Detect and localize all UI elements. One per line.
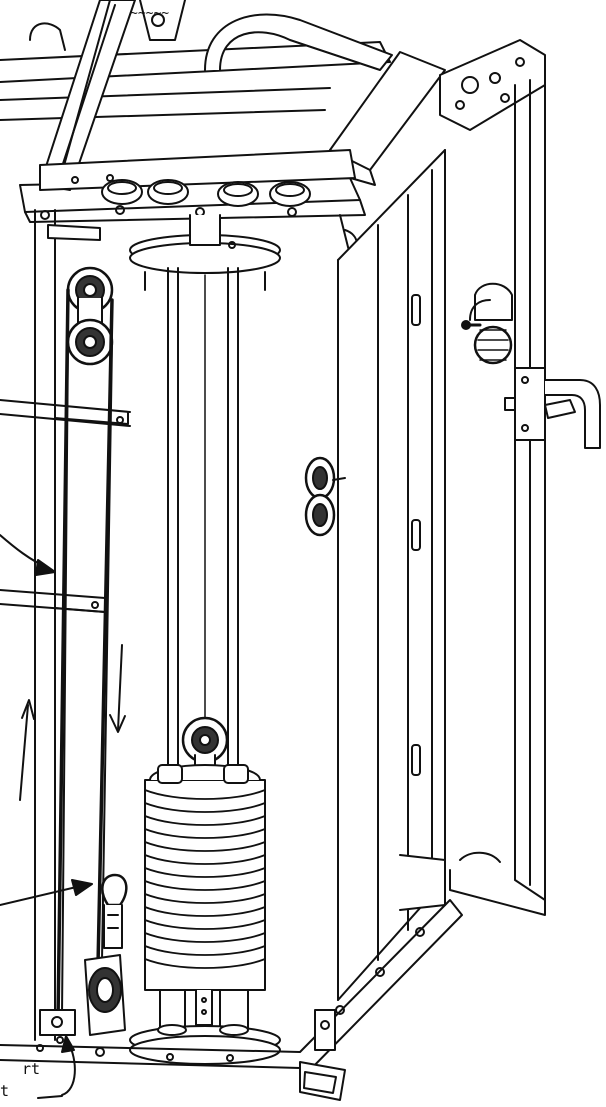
stack-top-plate	[129, 214, 281, 291]
top-pulley-2	[147, 179, 189, 205]
bolts	[36, 174, 114, 1052]
direction-arrows	[0, 534, 126, 1099]
top-pulley-4	[269, 181, 311, 207]
center-panel	[337, 149, 446, 1001]
adjustable-pulley	[461, 282, 513, 365]
top-pulley-3	[217, 181, 259, 207]
top-pulley-row	[39, 149, 356, 217]
carabiner-clip	[101, 873, 128, 949]
top-label-fragment: ~~~~~	[130, 6, 170, 21]
weight-stack-pulley	[181, 716, 229, 779]
guide-rods	[167, 267, 239, 771]
left-pulley	[66, 266, 114, 366]
panel-pulley	[304, 456, 346, 537]
cables	[56, 288, 114, 1022]
right-outer-upright	[449, 69, 546, 916]
arrow-down-icon	[109, 644, 126, 733]
arrow-up-icon	[19, 699, 35, 801]
callout-label-line2: t	[0, 1082, 10, 1100]
arrow-pointer-top	[0, 534, 56, 576]
weight-stack	[144, 764, 266, 991]
lower-pulley-bracket	[39, 954, 126, 1036]
arrow-pointer-bottom	[0, 879, 93, 906]
carriage-handle	[504, 367, 601, 449]
stack-base	[129, 989, 281, 1065]
top-pulley-1	[101, 179, 143, 205]
callout-label-line1: rt	[22, 1060, 41, 1078]
bottom-frame	[0, 899, 463, 1101]
